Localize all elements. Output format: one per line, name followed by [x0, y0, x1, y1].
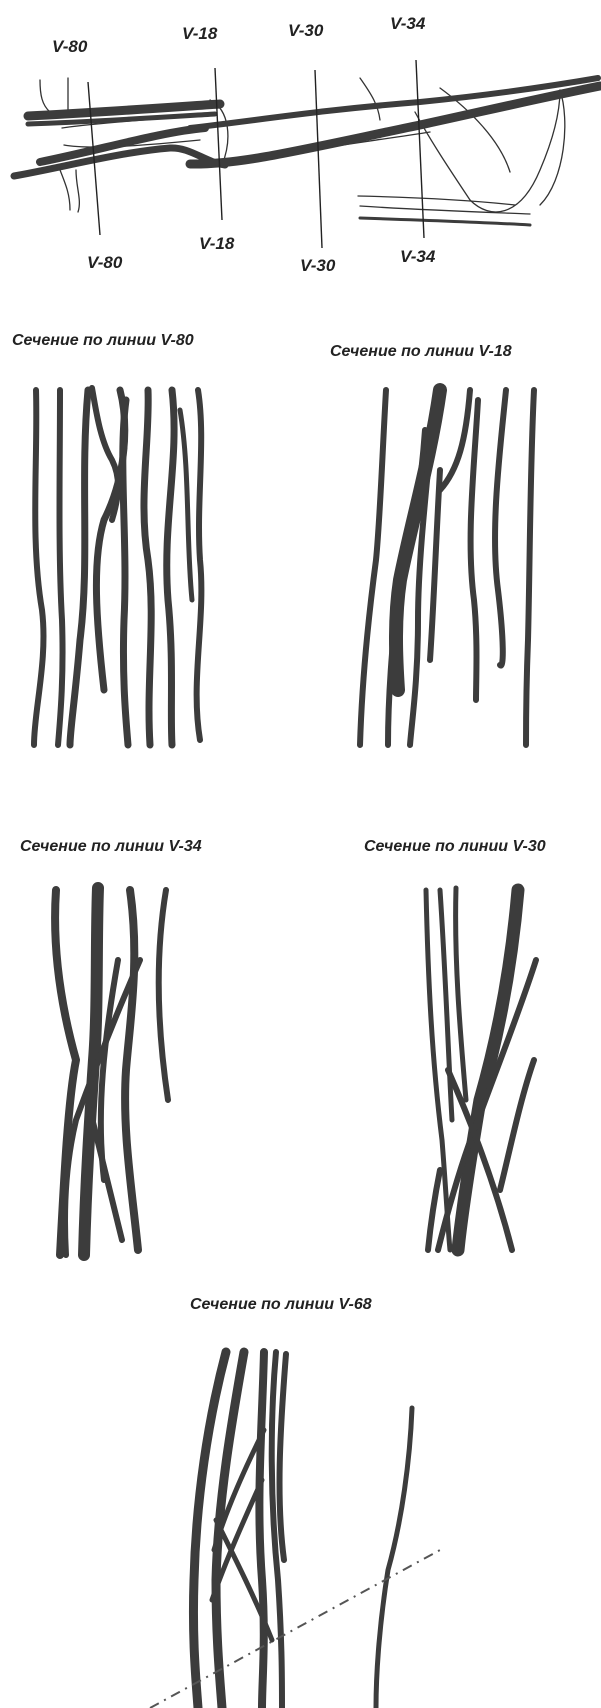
top-label-v34: V-34	[390, 14, 426, 33]
bottom-label-v80: V-80	[87, 253, 123, 272]
bottom-label-v30: V-30	[300, 256, 336, 275]
top-label-v80: V-80	[52, 37, 88, 56]
section-v18: Сечение по линии V-18	[330, 343, 534, 745]
bottom-label-v18: V-18	[199, 234, 235, 253]
section-v68: Сечение по линии V-68	[150, 1296, 440, 1708]
section-v34-title: Сечение по линии V-34	[20, 838, 202, 855]
top-label-v18: V-18	[182, 24, 218, 43]
section-v34: Сечение по линии V-34	[20, 838, 202, 1255]
section-v80: Сечение по линии V-80	[12, 332, 201, 745]
cut-line-v34	[416, 60, 424, 238]
section-v30-title: Сечение по линии V-30	[364, 838, 546, 855]
section-v18-title: Сечение по линии V-18	[330, 343, 512, 360]
section-v30: Сечение по линии V-30	[364, 838, 546, 1250]
top-label-v30: V-30	[288, 21, 324, 40]
plan-view: V-80 V-18 V-30 V-34 V-80 V-18 V-30 V-34	[14, 14, 600, 275]
cut-line-v30	[315, 70, 322, 248]
bottom-label-v34: V-34	[400, 247, 436, 266]
cut-line-v18	[215, 68, 222, 220]
section-v80-title: Сечение по линии V-80	[12, 332, 194, 349]
section-v68-title: Сечение по линии V-68	[190, 1296, 372, 1313]
